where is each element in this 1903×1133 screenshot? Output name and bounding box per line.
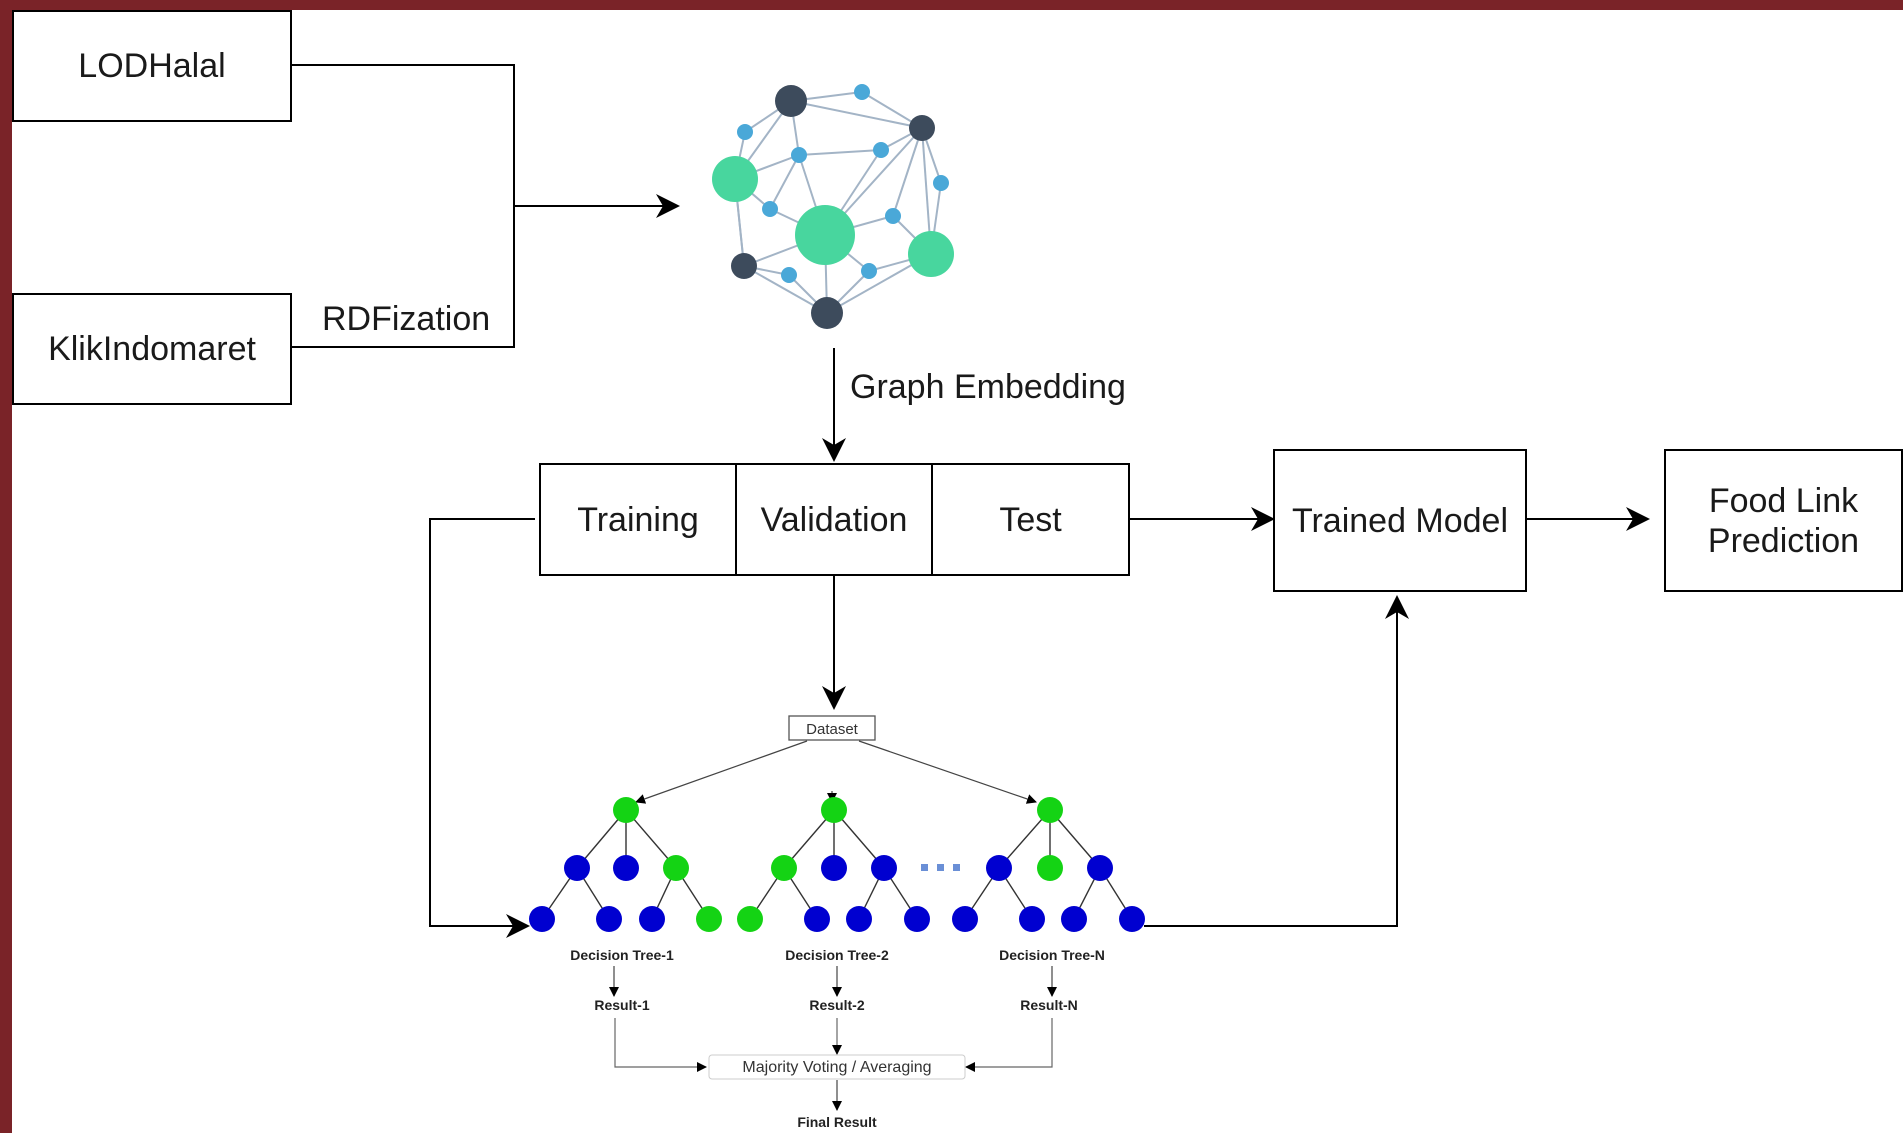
graph-embedding-label: Graph Embedding xyxy=(850,368,1126,406)
aggregation-box xyxy=(708,1054,966,1080)
result-label: Result-N xyxy=(1020,997,1078,1013)
forest-to-model-arrow xyxy=(1144,595,1409,927)
trained-model-label: Trained Model xyxy=(1291,501,1509,540)
training-label: Training xyxy=(577,500,699,539)
validation-label: Validation xyxy=(760,500,908,539)
aggregation-label: Majority Voting / Averaging xyxy=(742,1059,931,1076)
ellipsis-dots xyxy=(921,864,960,871)
random-forest-illustration: Dataset xyxy=(529,715,1145,1130)
final-result-label: Final Result xyxy=(797,1114,877,1130)
rdfization-connector xyxy=(290,64,680,348)
validation-box: Validation xyxy=(735,463,933,576)
network-graph-icon xyxy=(712,84,954,329)
tree-label: Decision Tree-N xyxy=(999,947,1105,963)
tree-label: Decision Tree-1 xyxy=(570,947,674,963)
prediction-label-line2: Prediction xyxy=(1707,521,1860,560)
dataset-box xyxy=(788,715,876,741)
result-label: Result-2 xyxy=(809,997,864,1013)
training-to-forest-arrow xyxy=(429,518,535,938)
source-label: KlikIndomaret xyxy=(48,330,256,368)
dataset-label: Dataset xyxy=(806,721,859,738)
diagram-canvas: Dataset xyxy=(12,10,1903,1133)
source-box-klikindomaret: KlikIndomaret xyxy=(12,293,292,405)
food-link-prediction-box: Food Link Prediction xyxy=(1664,449,1903,592)
trained-model-box: Trained Model xyxy=(1273,449,1527,592)
source-label: LODHalal xyxy=(78,47,226,85)
test-label: Test xyxy=(999,500,1062,539)
test-box: Test xyxy=(931,463,1130,576)
diagram-connectors: Dataset xyxy=(290,64,1650,1130)
result-label: Result-1 xyxy=(594,997,649,1013)
prediction-label-line1: Food Link xyxy=(1708,481,1859,520)
source-box-lodhalal: LODHalal xyxy=(12,10,292,122)
tree-label: Decision Tree-2 xyxy=(785,947,889,963)
rdfization-label: RDFization xyxy=(322,300,491,338)
training-box: Training xyxy=(539,463,737,576)
